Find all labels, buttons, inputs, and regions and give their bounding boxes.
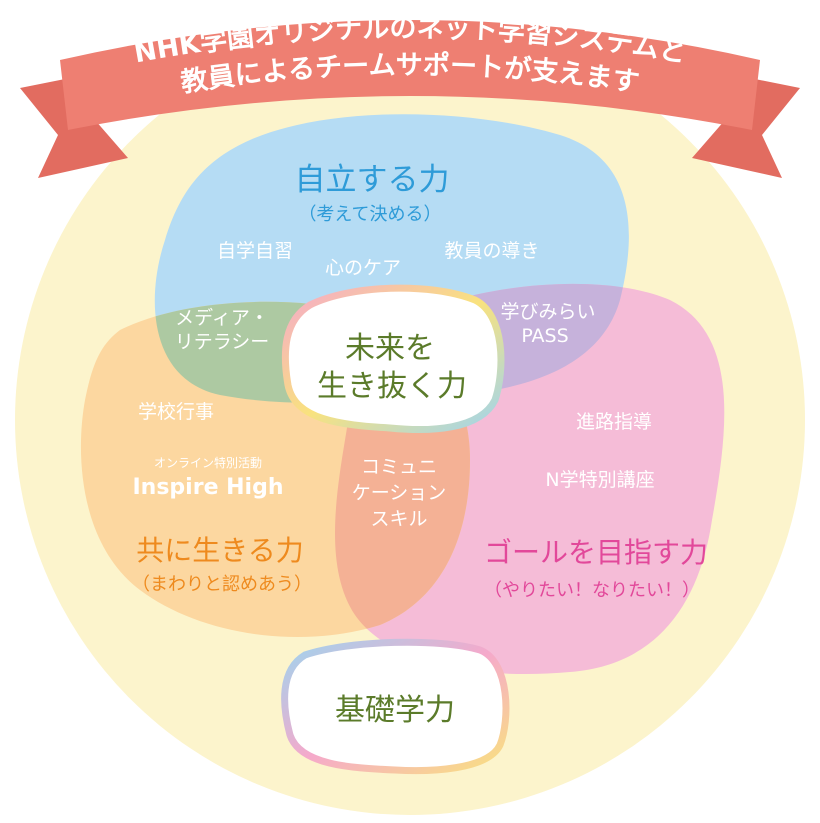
item-shinro: 進路指導 <box>576 411 652 433</box>
item-media-line-1: メディア・ <box>175 307 269 329</box>
item-jigaku: 自学自習 <box>217 240 293 262</box>
item-comm-line-2: ケーション <box>352 482 447 504</box>
item-comm-line-3: スキル <box>370 508 427 530</box>
item-online-small: オンライン特別活動 <box>154 455 262 470</box>
orange-subtitle: （まわりと認めあう） <box>132 574 312 595</box>
foundation-blob: 基礎学力 <box>281 638 510 775</box>
pink-subtitle: （やりたい！なりたい！） <box>484 580 700 601</box>
center-line-2: 生き抜く力 <box>317 369 467 404</box>
blue-title: 自立する力 <box>295 162 450 198</box>
item-gakko: 学校行事 <box>138 401 214 423</box>
item-media-line-2: リテラシー <box>175 331 270 353</box>
item-kokoro: 心のケア <box>325 257 401 279</box>
foundation-label: 基礎学力 <box>335 693 455 728</box>
pink-title: ゴールを目指す力 <box>484 536 708 569</box>
orange-title: 共に生きる力 <box>136 534 303 567</box>
item-ngaku: N学特別講座 <box>545 469 654 491</box>
center-blob: 未来を 生き抜く力 <box>281 284 505 434</box>
item-manabi-line-2: PASS <box>521 325 568 347</box>
item-comm-line-1: コミュニ <box>361 456 437 478</box>
item-inspire: Inspire High <box>132 475 283 500</box>
blue-subtitle: （考えて決める） <box>298 204 441 225</box>
center-line-1: 未来を <box>345 331 435 366</box>
item-kyoin: 教員の導き <box>444 240 539 262</box>
item-manabi-line-1: 学びみらい <box>500 301 595 323</box>
